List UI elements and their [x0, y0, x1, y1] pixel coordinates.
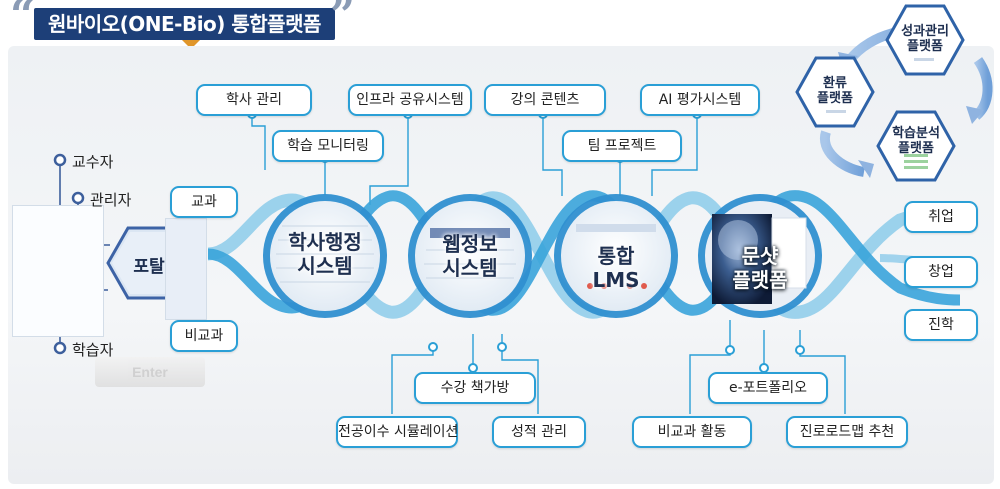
feature-lecture-content: 강의 콘텐츠 — [484, 84, 606, 116]
system-label-moonshot: 문샷 플랫폼 — [710, 244, 810, 292]
portal-screen-side — [165, 218, 207, 320]
system-label-web-line2: 시스템 — [442, 256, 498, 280]
page-title: 원바이오(ONE-Bio) 통합플랫폼 — [34, 8, 335, 40]
title-banner: “ 원바이오(ONE-Bio) 통합플랫폼 ” — [10, 0, 360, 49]
cycle-arrowhead-right — [966, 106, 984, 124]
cycle-arrow-right — [972, 57, 993, 120]
connector-roadmap — [799, 330, 846, 414]
system-circle-haksa — [263, 194, 387, 318]
cycle-label-feedback: 환류 플랫폼 — [800, 76, 870, 106]
feature-major-simulation: 전공이수 시뮬레이션 — [336, 416, 458, 448]
input-curricular: 교과 — [170, 186, 238, 218]
system-label-haksa-line2: 시스템 — [297, 254, 353, 278]
role-bullet-admin — [71, 191, 85, 205]
system-circle-lms — [554, 194, 678, 318]
cycle-label-analytics-line1: 학습분석 — [892, 126, 940, 141]
cycle-label-performance-line2: 플랫폼 — [907, 39, 943, 54]
banner-pointer — [182, 40, 200, 49]
portal-screen-mockup — [12, 205, 104, 337]
role-bullet-professor — [53, 153, 67, 167]
feature-course-bag: 수강 책가방 — [414, 372, 536, 404]
outcome-further-study: 진학 — [904, 309, 978, 341]
enter-key: Enter — [95, 357, 205, 387]
system-label-moonshot-line1: 문샷 — [741, 244, 779, 268]
outcome-employment: 취업 — [904, 201, 978, 233]
cycle-label-performance: 성과관리 플랫폼 — [890, 24, 960, 54]
open-quote-mark: “ — [10, 0, 36, 41]
cycle-diagram — [795, 4, 993, 182]
role-bullet-learner — [53, 341, 67, 355]
feature-career-roadmap: 진로로드맵 추천 — [786, 416, 908, 448]
feature-learning-monitoring: 학습 모니터링 — [272, 130, 384, 162]
system-label-haksa-line1: 학사행정 — [288, 230, 362, 254]
portal-label: 포탈 — [133, 257, 165, 277]
system-label-haksa: 학사행정 시스템 — [275, 230, 375, 278]
system-label-lms-line1: 통합 — [597, 244, 635, 268]
cycle-arrowhead-left — [858, 160, 874, 178]
system-label-moonshot-line2: 플랫폼 — [732, 268, 788, 292]
feature-team-project: 팀 프로젝트 — [562, 130, 682, 162]
connector-haksa-gwanri — [251, 112, 266, 170]
cycle-label-analytics: 학습분석 플랫폼 — [881, 126, 951, 156]
cycle-hex-feedback — [795, 56, 875, 128]
feature-ai-evaluation: AI 평가시스템 — [640, 84, 760, 116]
input-extracurricular: 비교과 — [170, 320, 238, 352]
system-circle-web — [408, 194, 532, 318]
role-admin: 관리자 — [90, 191, 132, 209]
role-professor: 교수자 — [72, 153, 114, 171]
connector-ai-eval — [651, 112, 698, 196]
system-label-lms: 통합 LMS — [566, 244, 666, 292]
feature-extracurricular-activity: 비교과 활동 — [632, 416, 752, 448]
connector-extracurricular — [689, 320, 731, 414]
cycle-label-feedback-line1: 환류 — [823, 76, 847, 91]
cycle-arrow-left — [819, 130, 866, 177]
cycle-label-feedback-line2: 플랫폼 — [817, 91, 853, 106]
cycle-hex-analytics — [876, 110, 956, 182]
feature-haksa-gwanri: 학사 관리 — [196, 84, 312, 116]
cycle-label-performance-line1: 성과관리 — [901, 24, 949, 39]
system-label-web: 웹정보 시스템 — [420, 232, 520, 280]
system-label-lms-line2: LMS — [592, 268, 640, 292]
close-quote-mark: ” — [330, 0, 356, 41]
feature-e-portfolio: e-포트폴리오 — [708, 372, 828, 404]
connector-infra — [369, 112, 409, 205]
feature-grade-management: 성적 관리 — [492, 416, 586, 448]
cycle-label-analytics-line2: 플랫폼 — [898, 141, 934, 156]
cycle-hex-performance — [885, 4, 965, 76]
outcome-startup: 창업 — [904, 256, 978, 288]
system-label-web-line1: 웹정보 — [442, 232, 498, 256]
connector-lecture-content — [542, 112, 563, 196]
system-circle-moonshot — [698, 194, 822, 318]
role-learner: 학습자 — [72, 341, 114, 359]
feature-infra-sharing: 인프라 공유시스템 — [348, 84, 472, 116]
